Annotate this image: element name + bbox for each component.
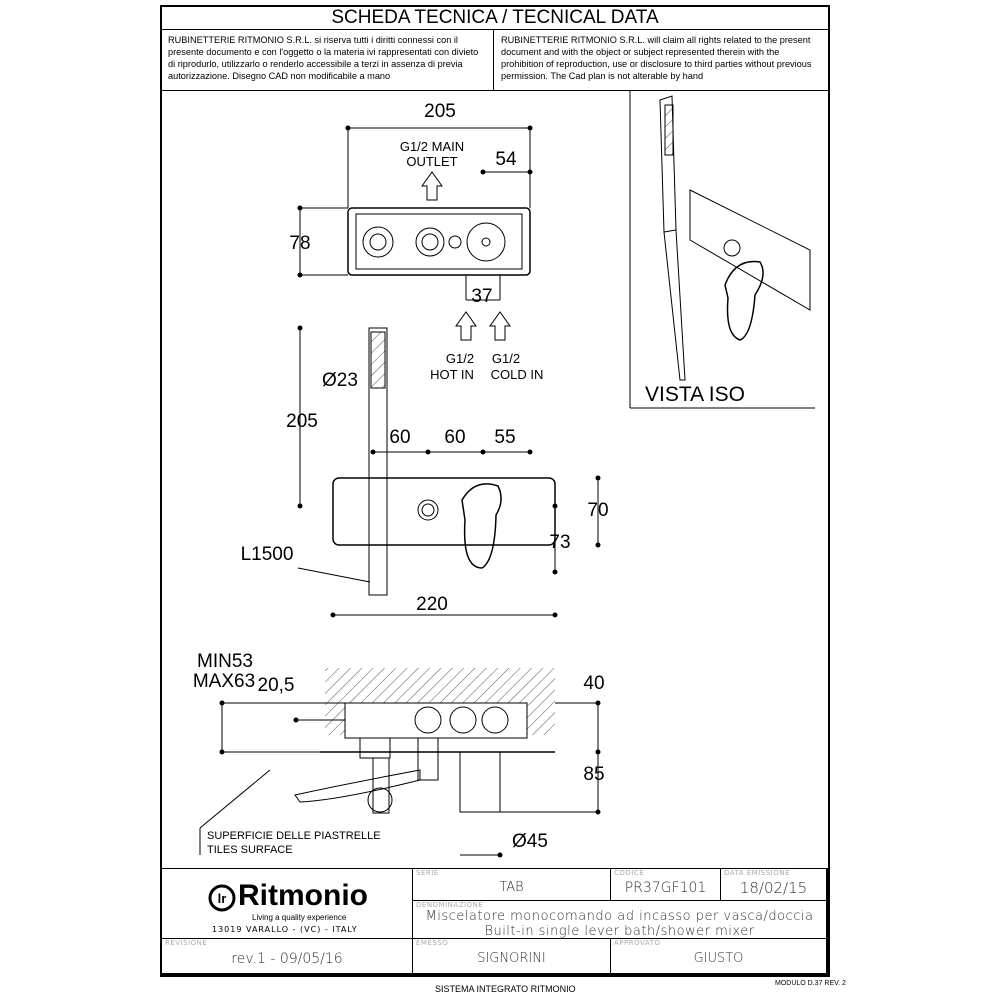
- codice-cell: CODICE PR37GF101: [610, 868, 721, 901]
- hot-inlet-arrow-icon: [455, 311, 477, 341]
- revisione-cell: REVISIONE rev.1 - 09/05/16: [160, 938, 413, 975]
- revisione-label: REVISIONE: [165, 939, 208, 947]
- serie-cell: SERIE TAB: [412, 868, 611, 901]
- dim-section-diameter: Ø45: [512, 831, 548, 852]
- emesso-cell: EMESSO SIGNORINI: [412, 938, 611, 975]
- iso-view: [629, 90, 815, 409]
- dim-height: 78: [289, 233, 310, 254]
- top-view: [297, 125, 533, 341]
- logo-block: lr Ritmonio Living a quality experience …: [160, 868, 413, 939]
- cold-inlet-arrow-icon: [489, 311, 511, 341]
- ritmonio-logo-icon: lr: [208, 884, 236, 912]
- approvato-value: GIUSTO: [693, 951, 744, 966]
- data-cell: DATA EMISSIONE 18/02/15: [720, 868, 828, 901]
- document-frame: SCHEDA TECNICA / TECNICAL DATA RUBINETTE…: [160, 5, 830, 977]
- dim-lever-height: 73: [549, 532, 570, 553]
- approvato-cell: APPROVATO GIUSTO: [610, 938, 828, 975]
- dim-inlet-spacing: 37: [471, 286, 492, 307]
- dim-d1: 60: [389, 427, 410, 448]
- page-title: SCHEDA TECNICA / TECNICAL DATA: [162, 7, 828, 30]
- revisione-value: rev.1 - 09/05/16: [231, 951, 343, 967]
- description-it: Miscelatore monocomando ad incasso per v…: [425, 909, 814, 924]
- outlet-arrow-icon: [421, 171, 443, 201]
- denominazione-cell: DENOMINAZIONE Miscelatore monocomando ad…: [412, 900, 828, 939]
- dim-section-d1: 20,5: [258, 675, 295, 696]
- iso-view-label: VISTA ISO: [645, 383, 745, 406]
- svg-text:lr: lr: [218, 891, 227, 906]
- label-hot: G1/2: [446, 351, 474, 366]
- emesso-label: EMESSO: [416, 939, 449, 947]
- address: 13019 VARALLO - (VC) - ITALY: [212, 925, 358, 934]
- front-view: [297, 325, 601, 618]
- data-label: DATA EMISSIONE: [724, 869, 790, 877]
- codice-label: CODICE: [614, 869, 645, 877]
- dim-height-front: 205: [286, 411, 318, 432]
- denominazione-label: DENOMINAZIONE: [416, 901, 484, 909]
- dim-offset: 54: [495, 149, 517, 170]
- data-value: 18/02/15: [739, 879, 808, 897]
- dim-section-d2: 40: [583, 673, 604, 694]
- dim-width: 205: [424, 101, 456, 122]
- dim-plate-height: 70: [587, 500, 608, 521]
- logo-text: Ritmonio: [238, 879, 368, 912]
- approvato-label: APPROVATO: [614, 939, 661, 947]
- label-outlet: G1/2 MAIN: [400, 139, 464, 154]
- label-cold-2: COLD IN: [491, 367, 544, 382]
- divider: [162, 90, 828, 91]
- disclaimer-italian: RUBINETTERIE RITMONIO S.R.L. si riserva …: [162, 30, 494, 90]
- dim-d3: 55: [494, 427, 515, 448]
- label-outlet-2: OUTLET: [406, 154, 457, 169]
- label-surface-it: SUPERFICIE DELLE PIASTRELLE: [207, 830, 381, 842]
- dim-diameter: Ø23: [322, 370, 358, 391]
- section-view: [199, 668, 601, 858]
- disclaimer-english: RUBINETTERIE RITMONIO S.R.L. will claim …: [501, 35, 812, 81]
- label-cold: G1/2: [492, 351, 520, 366]
- emesso-value: SIGNORINI: [477, 951, 546, 966]
- footer-system: SISTEMA INTEGRATO RITMONIO: [435, 984, 576, 994]
- label-hot-2: HOT IN: [430, 367, 474, 382]
- dim-depth: 85: [583, 764, 604, 785]
- footer-module: MODULO D.37 REV. 2: [775, 980, 846, 987]
- serie-value: TAB: [499, 880, 524, 895]
- label-max: MAX63: [193, 671, 255, 692]
- dim-hose: L1500: [241, 544, 294, 565]
- serie-label: SERIE: [416, 869, 439, 877]
- dim-d2: 60: [444, 427, 465, 448]
- label-min: MIN53: [197, 651, 253, 672]
- label-surface-en: TILES SURFACE: [207, 844, 293, 856]
- codice-value: PR37GF101: [624, 880, 707, 896]
- description-en: Built-in single lever bath/shower mixer: [484, 924, 755, 939]
- tagline: Living a quality experience: [252, 913, 347, 922]
- dim-width-front: 220: [416, 594, 448, 615]
